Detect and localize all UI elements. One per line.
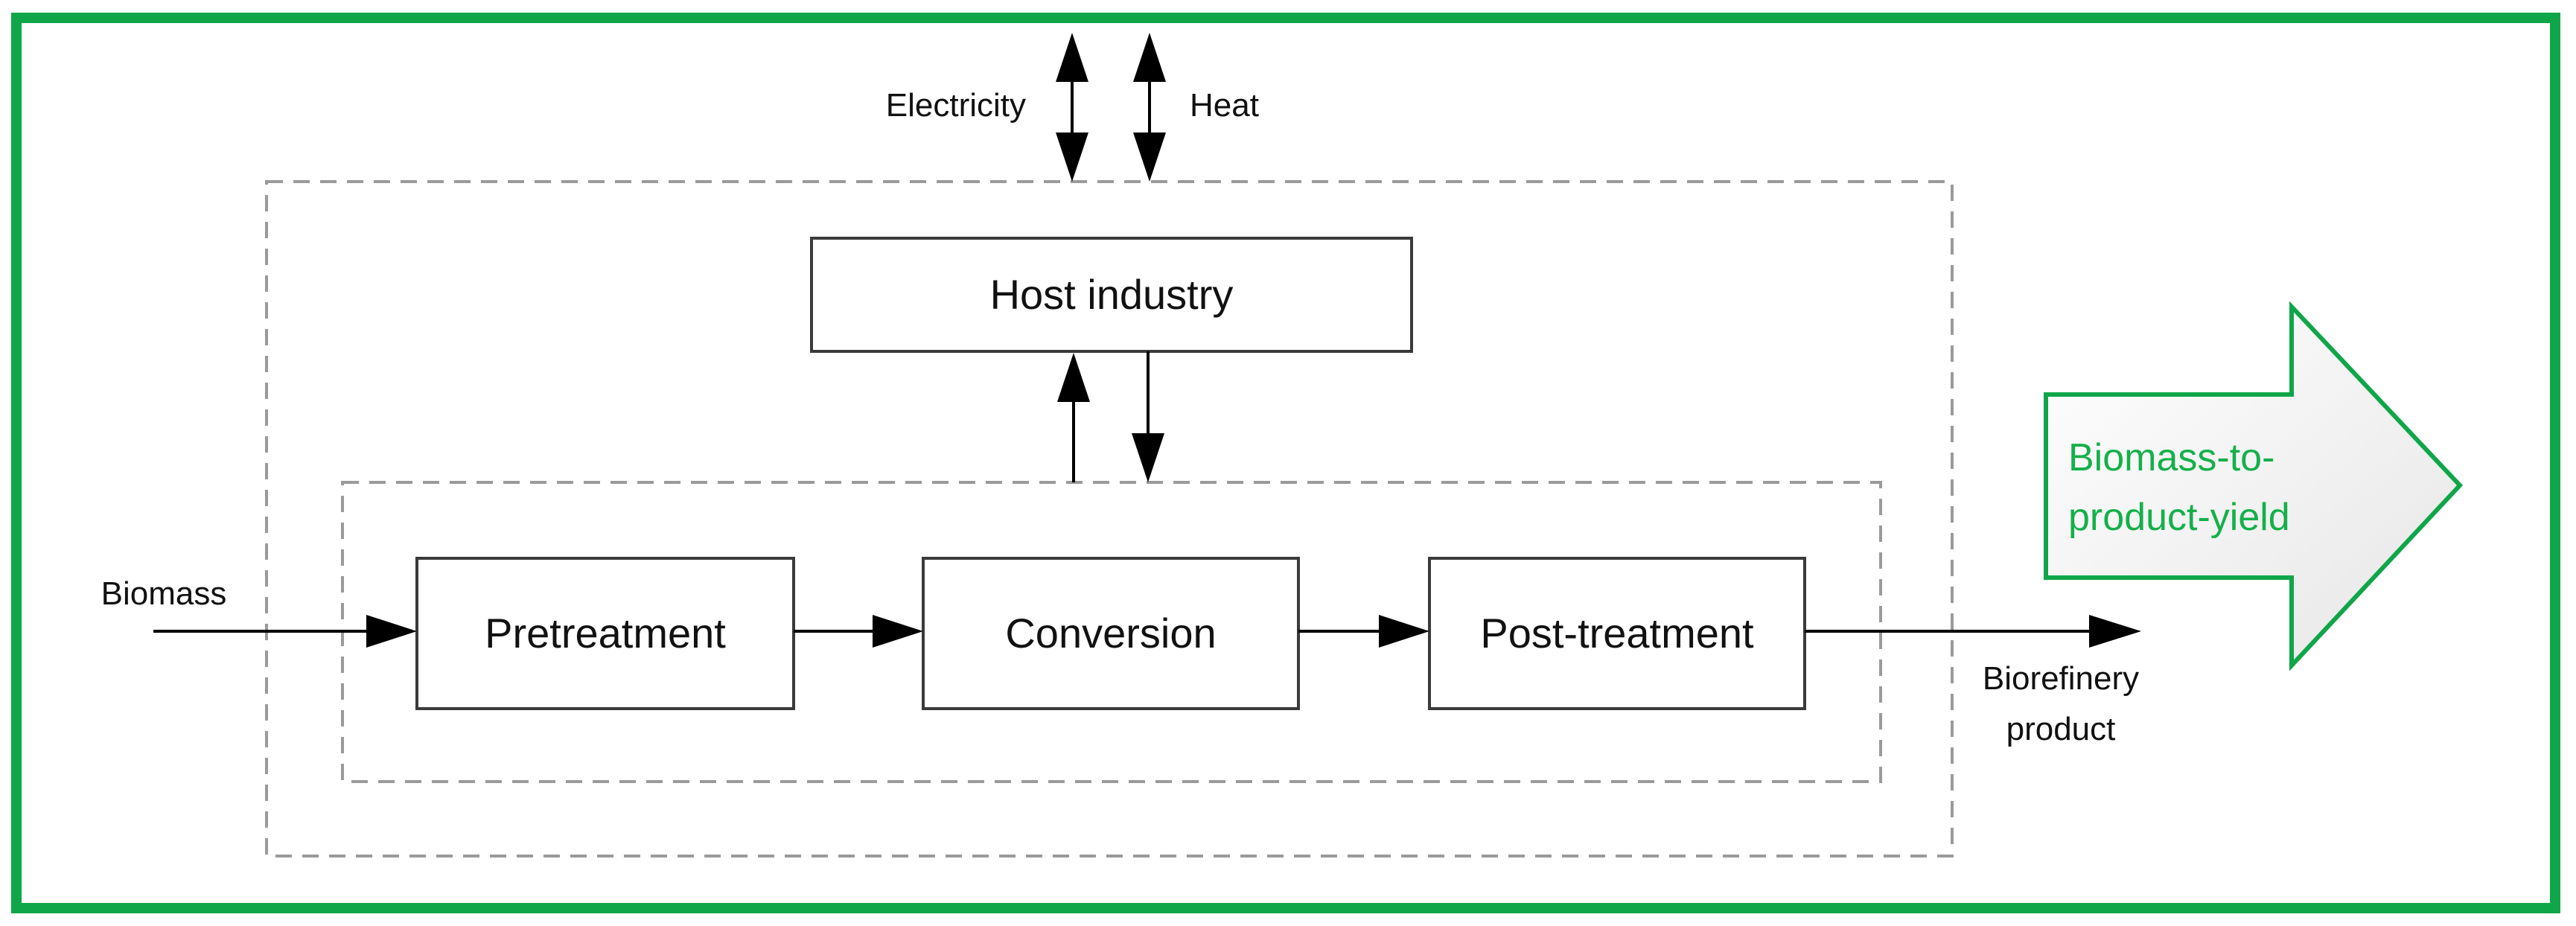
electricity-arrow — [1056, 33, 1088, 182]
yield-label-line2: product-yield — [2068, 496, 2290, 539]
product-output-arrow — [1805, 615, 2141, 648]
host-industry-box — [810, 237, 1413, 353]
pretreatment-to-conversion-arrow — [794, 615, 923, 648]
from-host-arrow — [1132, 351, 1164, 482]
heat-arrow — [1133, 33, 1166, 182]
post-treatment-label: Post-treatment — [1480, 610, 1754, 657]
pretreatment-box — [415, 557, 795, 710]
electricity-label: Electricity — [886, 87, 1026, 124]
outer-frame — [11, 13, 2560, 913]
yield-label-line1: Biomass-to- — [2068, 436, 2274, 479]
biomass-label: Biomass — [101, 575, 227, 612]
to-host-arrow — [1057, 353, 1090, 482]
conversion-box — [922, 557, 1300, 710]
pretreatment-label: Pretreatment — [485, 610, 726, 657]
host-industry-label: Host industry — [990, 271, 1234, 318]
heat-label: Heat — [1190, 87, 1259, 124]
biorefinery-product-label-line2: product — [2006, 711, 2116, 747]
post-treatment-box — [1428, 557, 1806, 710]
biomass-to-product-yield-arrow — [2044, 301, 2464, 671]
biomass-input-arrow — [153, 615, 417, 648]
outer-system-boundary — [265, 180, 1954, 858]
biorefinery-product-label-line1: Biorefinery — [1983, 660, 2139, 697]
conversion-label: Conversion — [1005, 610, 1216, 657]
conversion-to-post-treatment-arrow — [1298, 615, 1429, 648]
